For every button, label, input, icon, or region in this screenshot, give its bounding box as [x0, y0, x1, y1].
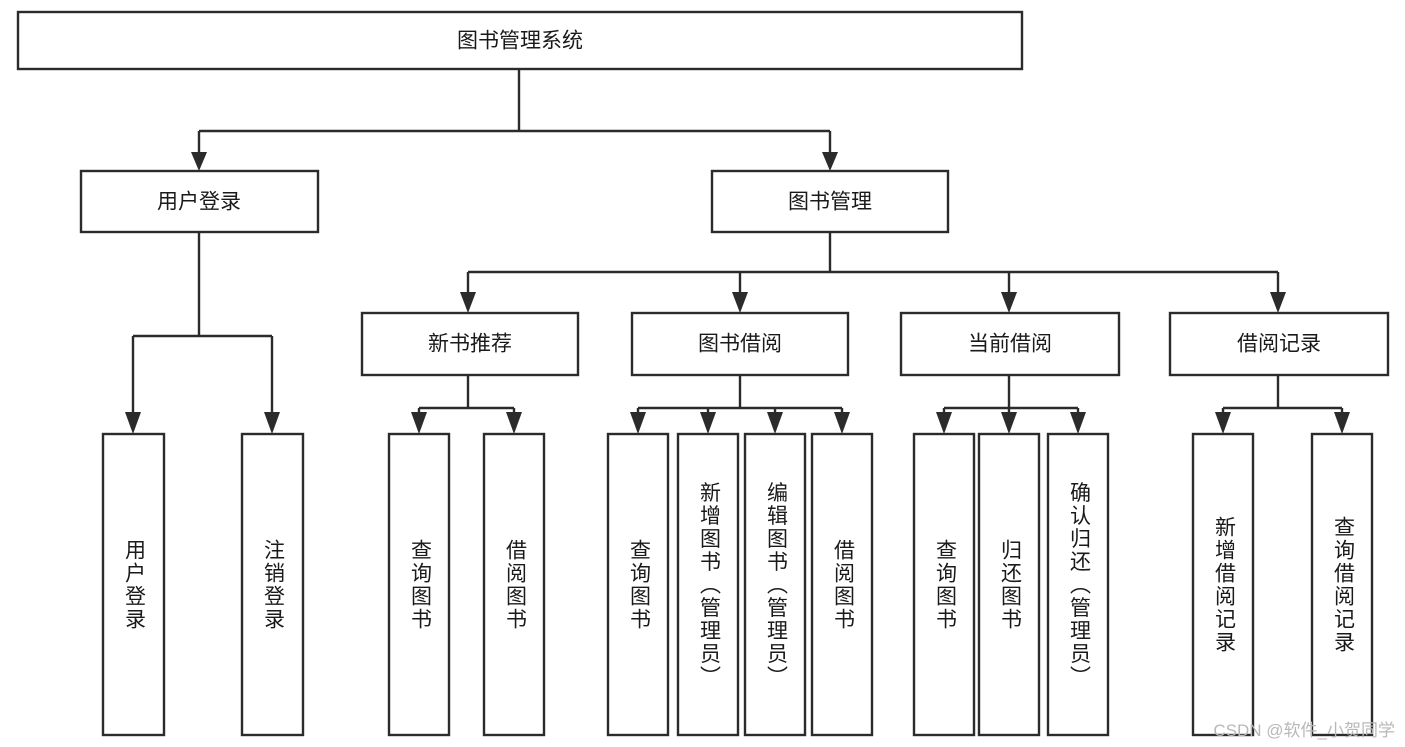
- arrowhead-leaf-bookborrow-4: [834, 412, 850, 434]
- leaf-book-borrow-4-label: 借阅图书: [831, 539, 855, 631]
- arrowhead-leaf-newbook-2: [506, 412, 522, 434]
- node-book-management[interactable]: 图书管理: [710, 169, 950, 234]
- node-root-label: 图书管理系统: [457, 30, 583, 53]
- node-borrow-record-box[interactable]: [1168, 311, 1390, 377]
- node-current-borrow[interactable]: 当前借阅: [899, 311, 1121, 377]
- leaf-current-borrow-3-label: 确认归还（管理员）: [1067, 482, 1091, 689]
- leaf-current-borrow-2[interactable]: 归还图书: [977, 432, 1041, 737]
- arrowhead-leaf-user-login-1: [125, 412, 141, 434]
- leaf-new-book-recommend-2[interactable]: 借阅图书: [482, 432, 546, 737]
- node-current-borrow-label: 当前借阅: [968, 333, 1052, 356]
- leaf-user-login-1-label: 用户登录: [122, 539, 146, 631]
- node-book-management-box[interactable]: [710, 169, 950, 234]
- arrowhead-leaf-currentborrow-1: [936, 412, 952, 434]
- leaf-book-borrow-2-label: 新增图书（管理员）: [697, 482, 721, 689]
- arrowhead-leaf-bookborrow-2: [700, 412, 716, 434]
- leaf-book-borrow-2[interactable]: 新增图书（管理员）: [676, 432, 740, 737]
- leaf-book-borrow-3[interactable]: 编辑图书（管理员）: [743, 432, 807, 737]
- arrowhead-leaf-borrowrecord-2: [1334, 412, 1350, 434]
- node-book-borrow-box[interactable]: [630, 311, 850, 377]
- leaf-new-book-recommend-1[interactable]: 查询图书: [387, 432, 451, 737]
- leaf-book-borrow-1-box[interactable]: [606, 432, 670, 737]
- leaf-book-borrow-2-box[interactable]: [676, 432, 740, 737]
- csdn-watermark: CSDN @软件_小贺同学: [1213, 721, 1395, 740]
- leaf-borrow-record-1-box[interactable]: [1191, 432, 1255, 737]
- arrowhead-leaf-newbook-1: [411, 412, 427, 434]
- leaf-current-borrow-2-label: 归还图书: [998, 539, 1022, 631]
- node-book-borrow-label: 图书借阅: [698, 333, 782, 356]
- leaf-book-borrow-1-label: 查询图书: [627, 539, 651, 631]
- node-root[interactable]: 图书管理系统: [16, 10, 1024, 71]
- node-borrow-record[interactable]: 借阅记录: [1168, 311, 1390, 377]
- leaf-current-borrow-2-box[interactable]: [977, 432, 1041, 737]
- node-new-book-recommend[interactable]: 新书推荐: [360, 311, 580, 377]
- leaf-book-borrow-4[interactable]: 借阅图书: [810, 432, 874, 737]
- arrowhead-borrow-record: [1270, 292, 1286, 313]
- node-book-management-label: 图书管理: [788, 191, 872, 214]
- arrowhead-book-borrow: [732, 292, 748, 313]
- arrowhead-leaf-currentborrow-2: [1001, 412, 1017, 434]
- node-root-box[interactable]: [16, 10, 1024, 71]
- node-new-book-recommend-label: 新书推荐: [428, 333, 512, 356]
- leaf-current-borrow-3-box[interactable]: [1046, 432, 1110, 737]
- leaf-user-login-2-box[interactable]: [240, 432, 305, 737]
- arrowhead-user-login: [191, 152, 207, 171]
- leaf-user-login-2-label: 注销登录: [261, 539, 285, 631]
- node-borrow-record-label: 借阅记录: [1237, 333, 1321, 356]
- leaf-book-borrow-3-label: 编辑图书（管理员）: [764, 482, 788, 689]
- leaf-user-login-1-box[interactable]: [101, 432, 166, 737]
- leaf-borrow-record-1[interactable]: 新增借阅记录: [1191, 432, 1255, 737]
- leaf-user-login-2[interactable]: 注销登录: [240, 432, 305, 737]
- connector-group: [125, 69, 1350, 434]
- leaf-borrow-record-2-label: 查询借阅记录: [1331, 516, 1355, 654]
- arrowhead-leaf-bookborrow-3: [767, 412, 783, 434]
- arrowhead-new-book: [460, 292, 476, 313]
- leaf-book-borrow-4-box[interactable]: [810, 432, 874, 737]
- leaf-borrow-record-1-label: 新增借阅记录: [1212, 516, 1236, 654]
- leaf-current-borrow-1-box[interactable]: [912, 432, 976, 737]
- leaf-current-borrow-3[interactable]: 确认归还（管理员）: [1046, 432, 1110, 737]
- leaf-new-book-recommend-2-box[interactable]: [482, 432, 546, 737]
- leaf-book-borrow-1[interactable]: 查询图书: [606, 432, 670, 737]
- leaf-new-book-recommend-1-label: 查询图书: [408, 539, 432, 631]
- leaf-book-borrow-3-box[interactable]: [743, 432, 807, 737]
- leaf-current-borrow-1-label: 查询图书: [933, 539, 957, 631]
- arrowhead-leaf-user-login-2: [264, 412, 280, 434]
- arrowhead-leaf-bookborrow-1: [630, 412, 646, 434]
- node-user-login-label: 用户登录: [157, 191, 241, 214]
- node-new-book-recommend-box[interactable]: [360, 311, 580, 377]
- arrowhead-book-mgmt: [822, 152, 838, 171]
- node-current-borrow-box[interactable]: [899, 311, 1121, 377]
- arrowhead-leaf-borrowrecord-1: [1215, 412, 1231, 434]
- node-book-borrow[interactable]: 图书借阅: [630, 311, 850, 377]
- leaf-user-login-1[interactable]: 用户登录: [101, 432, 166, 737]
- leaf-new-book-recommend-1-box[interactable]: [387, 432, 451, 737]
- leaf-borrow-record-2-box[interactable]: [1310, 432, 1374, 737]
- node-user-login-box[interactable]: [79, 169, 320, 234]
- node-user-login[interactable]: 用户登录: [79, 169, 320, 234]
- leaf-current-borrow-1[interactable]: 查询图书: [912, 432, 976, 737]
- arrowhead-current-borrow: [1001, 292, 1017, 313]
- leaf-borrow-record-2[interactable]: 查询借阅记录: [1310, 432, 1374, 737]
- arrowhead-leaf-currentborrow-3: [1070, 412, 1086, 434]
- leaf-new-book-recommend-2-label: 借阅图书: [503, 539, 527, 631]
